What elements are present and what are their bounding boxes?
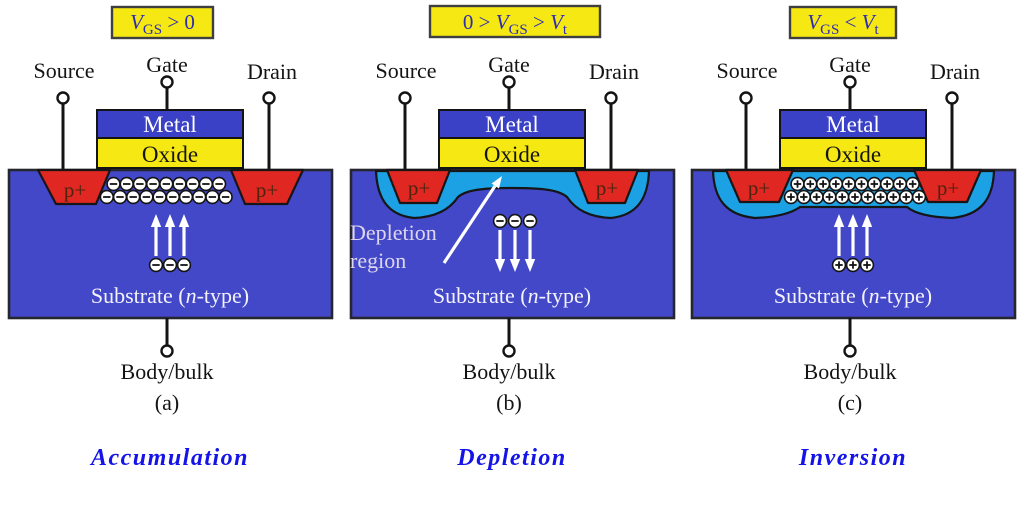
source-terminal xyxy=(397,91,412,105)
p-plus-source-region xyxy=(385,168,451,205)
panel-caption: Accumulation xyxy=(89,445,249,471)
gate-terminal xyxy=(160,75,174,89)
body-label: Body/bulk xyxy=(804,359,897,384)
metal-layer xyxy=(779,109,927,139)
bulk-field-charges xyxy=(831,212,875,273)
p-plus-source-label: p+ xyxy=(64,178,86,202)
substrate-label: Substrate (n-type) xyxy=(91,283,249,308)
body-terminal xyxy=(501,344,516,358)
panel-index: (a) xyxy=(155,390,179,415)
p-plus-drain-region xyxy=(573,168,639,205)
condition-text: VGS < Vt xyxy=(807,10,879,38)
gate-label: Gate xyxy=(146,52,188,77)
drain-terminal xyxy=(945,91,959,105)
depletion-pointer-arrow xyxy=(442,185,496,264)
oxide-layer xyxy=(779,137,927,169)
gate-label: Gate xyxy=(829,52,871,77)
source-terminal xyxy=(739,91,753,105)
gate-label: Gate xyxy=(488,52,530,77)
p-plus-drain-label: p+ xyxy=(595,176,617,200)
condition-text: VGS > 0 xyxy=(130,10,195,38)
bulk-field-charges xyxy=(148,212,192,273)
drain-label: Drain xyxy=(588,59,638,84)
substrate-label: Substrate (n-type) xyxy=(774,283,932,308)
body-terminal xyxy=(843,344,857,358)
bulk-field-charges xyxy=(492,213,537,274)
source-terminal xyxy=(56,91,70,105)
gate-terminal xyxy=(843,75,857,89)
condition-label: VGS > 0 xyxy=(110,5,215,40)
depletion-label-line1: Depletion xyxy=(350,220,437,245)
metal-label: Metal xyxy=(143,112,197,137)
p-plus-source-region xyxy=(724,168,795,204)
condition-label: VGS < Vt xyxy=(788,5,898,40)
p-plus-drain-label: p+ xyxy=(937,176,959,200)
source-label: Source xyxy=(716,58,777,83)
panel-caption: Depletion xyxy=(456,445,567,471)
condition-box xyxy=(788,5,898,40)
panel-index: (b) xyxy=(496,390,522,415)
metal-layer xyxy=(437,109,586,139)
metal-label: Metal xyxy=(485,112,539,137)
panel-accumulation: VGS > 0 Source Gate Drain Metal Oxide p+… xyxy=(7,5,334,471)
channel-charges xyxy=(99,176,233,205)
oxide-label: Oxide xyxy=(825,142,881,167)
metal-layer xyxy=(96,109,244,139)
channel-charges xyxy=(783,176,927,205)
metal-label: Metal xyxy=(826,112,880,137)
p-plus-source-label: p+ xyxy=(748,176,770,200)
panel-index: (c) xyxy=(838,390,862,415)
drain-label: Drain xyxy=(930,59,980,84)
p-plus-drain-label: p+ xyxy=(256,178,278,202)
depletion-pointer-arrowhead xyxy=(491,176,502,189)
p-plus-source-label: p+ xyxy=(407,176,429,200)
condition-box xyxy=(428,4,601,39)
condition-box xyxy=(110,5,215,40)
oxide-layer xyxy=(437,137,586,169)
oxide-label: Oxide xyxy=(142,142,198,167)
substrate-label: Substrate (n-type) xyxy=(432,283,590,308)
body-label: Body/bulk xyxy=(121,359,214,384)
source-label: Source xyxy=(33,58,94,83)
drain-terminal xyxy=(603,91,618,105)
oxide-layer xyxy=(96,137,244,169)
p-plus-drain-region xyxy=(229,168,305,206)
body-label: Body/bulk xyxy=(462,359,555,384)
condition-label: 0 > VGS > Vt xyxy=(428,4,601,39)
p-plus-source-region xyxy=(36,168,112,206)
panel-depletion: 0 > VGS > Vt Source Gate Drain Metal Oxi… xyxy=(349,4,675,471)
drain-terminal xyxy=(262,91,276,105)
gate-terminal xyxy=(501,75,516,89)
panel-caption: Inversion xyxy=(798,445,907,471)
body-terminal xyxy=(160,344,174,358)
drain-label: Drain xyxy=(247,59,297,84)
condition-text: 0 > VGS > Vt xyxy=(462,10,567,38)
depletion-label-line2: region xyxy=(350,248,406,273)
source-label: Source xyxy=(375,58,436,83)
oxide-label: Oxide xyxy=(483,142,539,167)
panel-inversion: VGS < Vt Source Gate Drain Metal Oxide p… xyxy=(690,5,1017,471)
